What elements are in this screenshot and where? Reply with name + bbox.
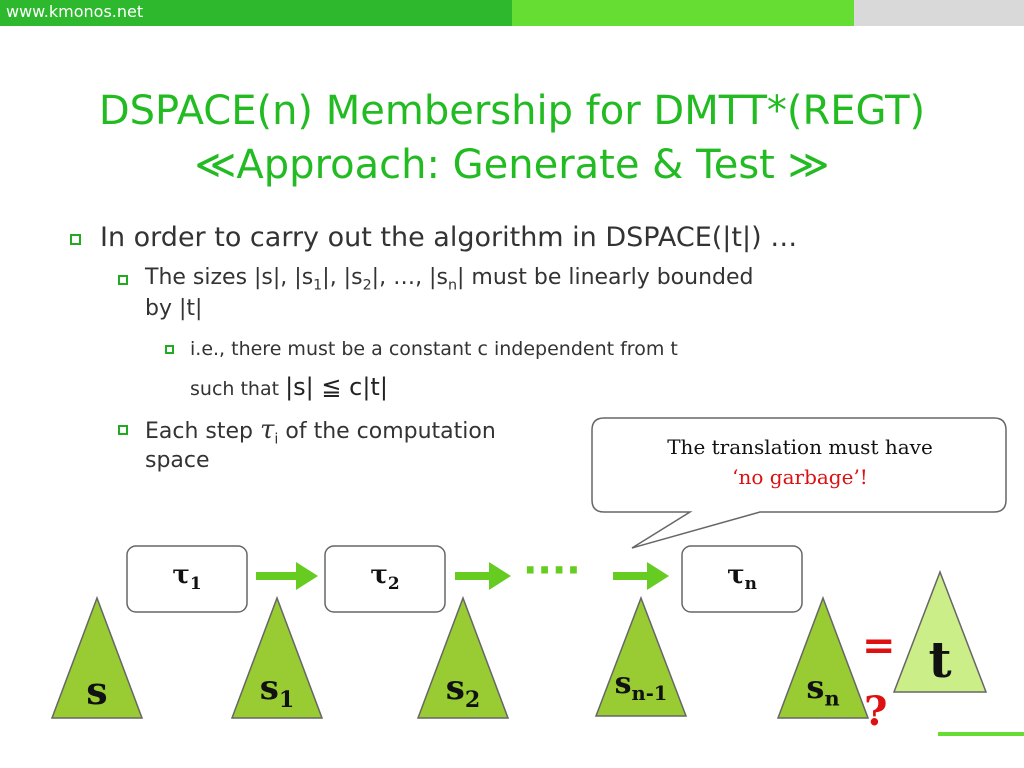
bullet-square-icon: [70, 234, 81, 245]
bullet-level2-sizes: The sizes |s|, |s1|, |s2|, …, |sn| must …: [145, 265, 754, 294]
tau-label-1: τ1: [172, 560, 202, 594]
arrow-icon: [256, 562, 318, 590]
tree-s2: [416, 595, 510, 719]
bullet-level1-text: In order to carry out the algorithm in D…: [100, 222, 798, 253]
bullet-level2-sizes-cont: by |t|: [145, 296, 203, 321]
top-bar: www.kmonos.net: [0, 0, 1024, 26]
top-bar-segment-gray: [854, 0, 1024, 26]
tau-box-n: [681, 545, 803, 613]
tree-label-sn: sn: [806, 668, 840, 711]
bullet-square-icon: [118, 425, 128, 435]
tree-label-s2: s2: [445, 668, 481, 713]
tau-box-2: [324, 545, 446, 613]
callout-line-1: The translation must have: [667, 435, 933, 459]
bullet-level2-step: Each step τi of the computation: [145, 415, 496, 448]
title-line-2: ≪Approach: Generate & Test ≫: [194, 142, 830, 188]
tree-sn-1: [594, 595, 688, 717]
tree-t: [892, 569, 988, 693]
bullet-square-icon: [118, 275, 128, 285]
arrow-icon: [455, 562, 511, 590]
top-bar-segment-light: [512, 0, 854, 26]
tree-label-t: t: [928, 630, 952, 689]
tau-box-1: [126, 545, 248, 613]
slide-title: DSPACE(n) Membership for DMTT*(REGT) ≪Ap…: [0, 84, 1024, 192]
formula: |s| ≦ c|t|: [285, 373, 388, 401]
tree-label-sn-1: sn-1: [614, 666, 668, 705]
tree-s1: [230, 595, 324, 719]
tree-sn: [776, 595, 870, 719]
callout-line-2: ‘no garbage’!: [732, 465, 868, 489]
bullet-level3-such-that: such that |s| ≦ c|t|: [190, 373, 388, 401]
title-line-1: DSPACE(n) Membership for DMTT*(REGT): [98, 88, 926, 134]
top-bar-segment-dark: [0, 0, 512, 26]
callout-text: The translation must have ‘no garbage’!: [600, 432, 1000, 492]
speech-bubble: [591, 417, 1007, 549]
bullet-level3-constant: i.e., there must be a constant c indepen…: [190, 338, 678, 360]
corner-accent-line: [938, 732, 1024, 736]
tree-label-s: s: [86, 668, 108, 713]
bullet-level2-step-cont: space: [145, 448, 210, 473]
question-mark: ?: [864, 688, 888, 735]
arrow-icon: [613, 562, 669, 590]
tree-label-s1: s1: [259, 668, 295, 713]
site-name[interactable]: www.kmonos.net: [6, 2, 144, 21]
ellipsis-dots: ····: [523, 548, 581, 592]
equals-sign: =: [862, 622, 896, 669]
tau-label-2: τ2: [370, 560, 400, 594]
bullet-square-icon: [165, 345, 174, 354]
tau-label-n: τn: [727, 560, 757, 594]
tree-s: [50, 595, 144, 719]
